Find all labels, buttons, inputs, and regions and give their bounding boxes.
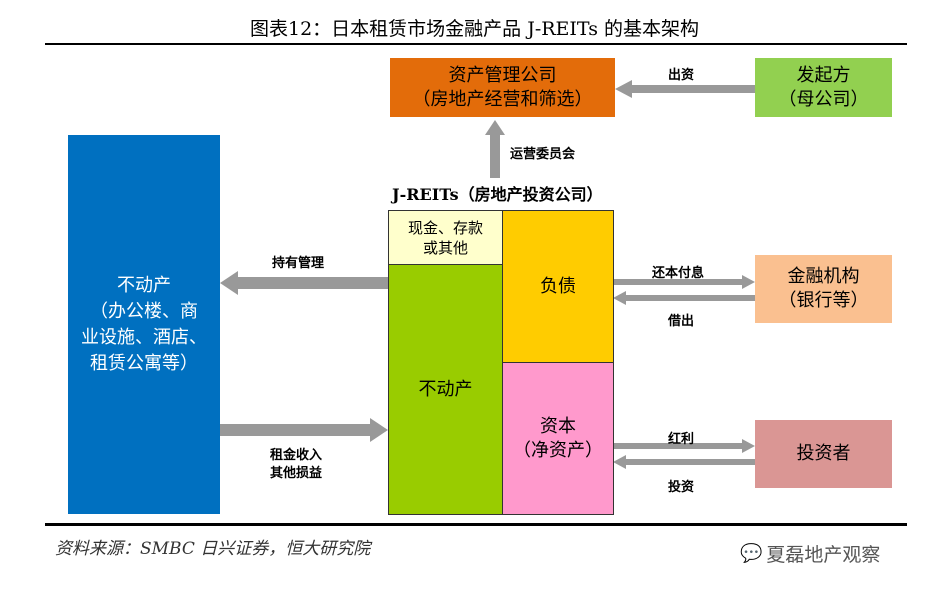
cash-label-1: 现金、存款 — [407, 218, 483, 237]
debt-label: 负债 — [540, 275, 576, 297]
asset-manager-title: 资产管理公司 — [448, 64, 557, 86]
arrow-reits-to-manager — [485, 120, 505, 178]
label-lend: 借出 — [668, 314, 695, 329]
arrow-lend — [613, 291, 755, 305]
label-other-income: 其他损益 — [270, 466, 323, 481]
cash-label-2: 或其他 — [422, 238, 468, 257]
capital-sublabel: （净资产） — [513, 439, 603, 461]
label-invest: 投资 — [668, 480, 695, 495]
arrow-sponsor-to-manager — [615, 80, 755, 98]
cash-box: 现金、存款 或其他 — [388, 210, 503, 265]
jreits-label: J-REITs（房地产投资公司） — [392, 185, 603, 204]
investor-title: 投资者 — [796, 443, 851, 464]
property-desc-2: 业设施、酒店、 — [81, 326, 207, 348]
property-desc-3: 租赁公寓等） — [90, 352, 198, 374]
sponsor-title: 发起方 — [796, 64, 851, 86]
arrow-rent-income — [220, 418, 388, 442]
figure-title: 图表12：日本租赁市场金融产品 J-REITs 的基本架构 — [249, 18, 699, 40]
label-repay: 还本付息 — [652, 266, 705, 281]
capital-label: 资本 — [540, 415, 576, 437]
real-estate-box: 不动产 — [388, 264, 503, 515]
capital-box: 资本 （净资产） — [502, 362, 614, 515]
source-note: 资料来源：SMBC 日兴证券，恒大研究院 — [55, 539, 371, 559]
label-dividend: 红利 — [668, 432, 695, 447]
bank-subtitle: （银行等） — [778, 290, 869, 311]
debt-box: 负债 — [502, 210, 614, 363]
label-committee: 运营委员会 — [510, 147, 576, 162]
watermark-text: 夏磊地产观察 — [766, 544, 881, 566]
title-rule — [45, 43, 907, 45]
footer-rule — [45, 523, 907, 526]
label-hold-manage: 持有管理 — [272, 256, 325, 271]
investor-box: 投资者 — [755, 420, 892, 488]
property-title: 不动产 — [117, 274, 171, 296]
arrow-repay — [613, 275, 755, 289]
label-funding: 出资 — [668, 68, 695, 83]
real-estate-label: 不动产 — [418, 378, 473, 400]
property-desc-1: （办公楼、商 — [90, 300, 198, 322]
label-rent-income: 租金收入 — [270, 448, 323, 463]
sponsor-box: 发起方 （母公司） — [755, 58, 892, 117]
arrow-invest — [613, 455, 755, 469]
sponsor-subtitle: （母公司） — [778, 88, 869, 110]
watermark: 💬 夏磊地产观察 — [740, 540, 880, 567]
wechat-icon: 💬 — [740, 543, 763, 564]
property-box: 不动产 （办公楼、商 业设施、酒店、 租赁公寓等） — [68, 135, 220, 514]
bank-title: 金融机构 — [787, 266, 860, 287]
asset-manager-subtitle: （房地产经营和筛选） — [412, 88, 593, 110]
arrow-hold-manage — [220, 271, 388, 295]
asset-manager-box: 资产管理公司 （房地产经营和筛选） — [390, 58, 615, 117]
arrow-dividend — [613, 439, 755, 453]
bank-box: 金融机构 （银行等） — [755, 255, 892, 323]
